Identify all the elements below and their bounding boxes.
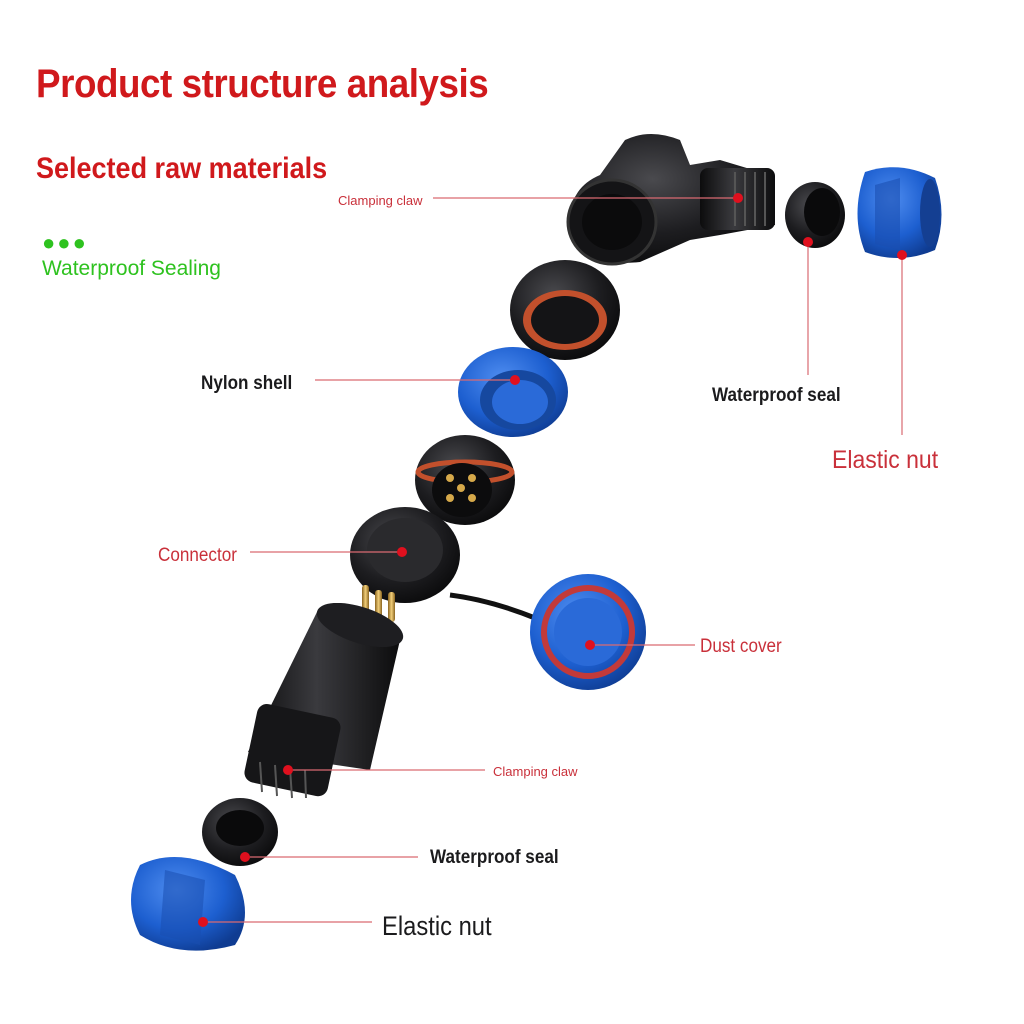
waterproof-seal-bottom bbox=[202, 798, 278, 866]
label-nylon-shell: Nylon shell bbox=[201, 373, 293, 394]
section-subtitle: Selected raw materials bbox=[36, 152, 328, 185]
feature-dots-icon: ●●● bbox=[42, 230, 88, 255]
connector-plug bbox=[415, 435, 515, 525]
waterproof-seal-top bbox=[785, 182, 845, 248]
label-waterproof-seal-top: Waterproof seal bbox=[712, 385, 841, 406]
callout-dots bbox=[198, 193, 907, 927]
feature-label: Waterproof Sealing bbox=[42, 257, 221, 280]
label-connector: Connector bbox=[158, 545, 237, 566]
label-elastic-nut-bottom: Elastic nut bbox=[382, 911, 492, 941]
right-angle-housing bbox=[566, 134, 775, 266]
dust-cover bbox=[530, 574, 646, 690]
label-elastic-nut-top: Elastic nut bbox=[832, 446, 939, 474]
straight-housing bbox=[244, 602, 404, 799]
coupling-nut bbox=[510, 260, 620, 360]
elastic-nut-bottom bbox=[131, 857, 245, 951]
label-clamping-claw-top: Clamping claw bbox=[338, 193, 423, 208]
nylon-shell bbox=[458, 347, 568, 437]
panel-receptacle bbox=[350, 507, 536, 622]
elastic-nut-top bbox=[857, 167, 942, 259]
label-clamping-claw-bottom: Clamping claw bbox=[493, 764, 578, 779]
label-waterproof-seal-bottom: Waterproof seal bbox=[430, 847, 559, 868]
label-dust-cover: Dust cover bbox=[700, 636, 782, 657]
page-title: Product structure analysis bbox=[36, 62, 489, 106]
leader-lines bbox=[203, 197, 903, 923]
